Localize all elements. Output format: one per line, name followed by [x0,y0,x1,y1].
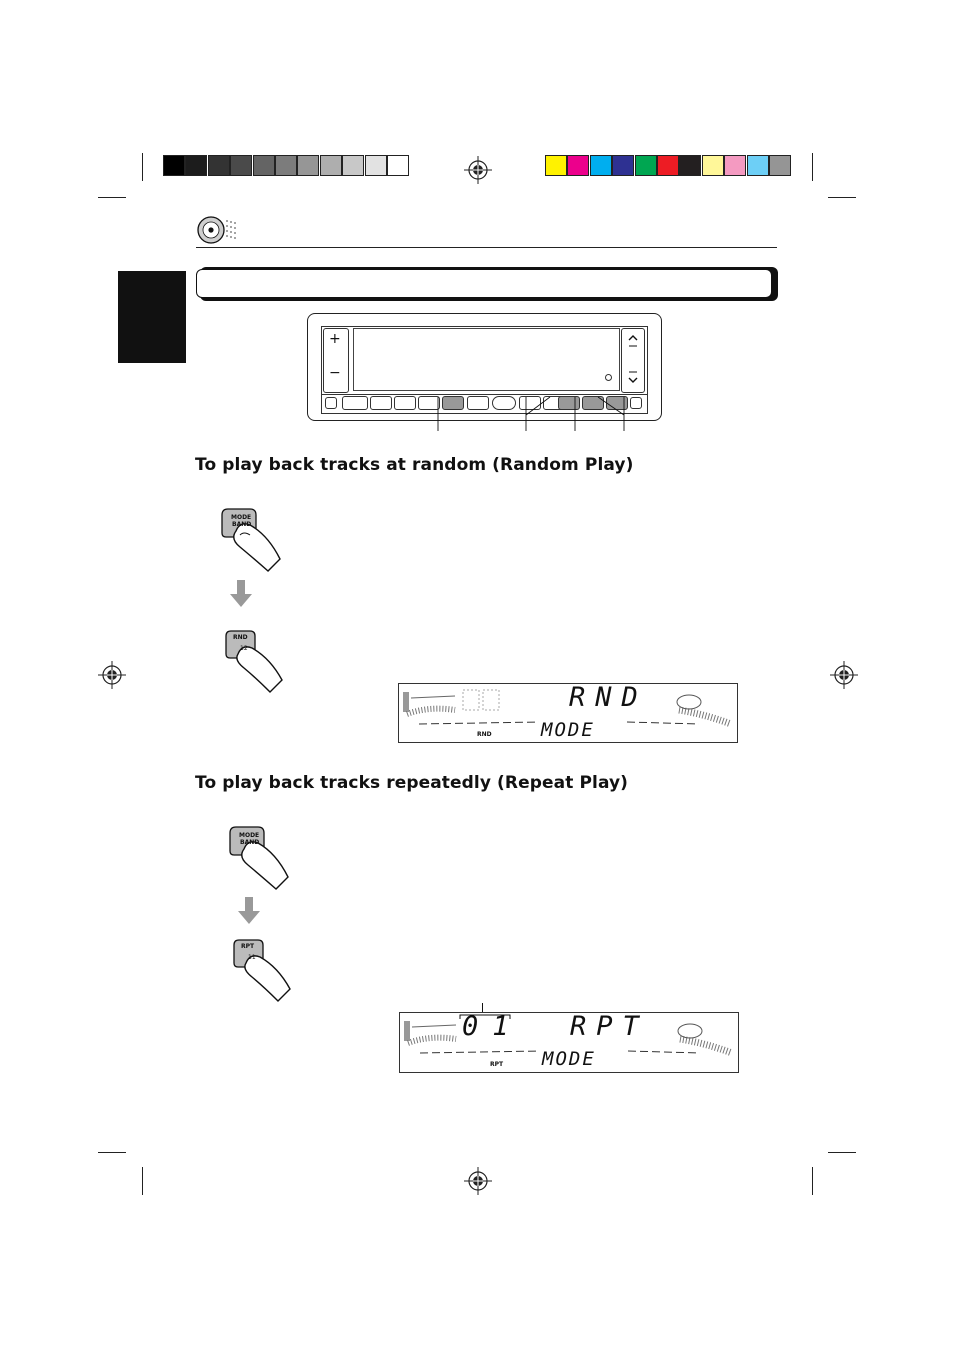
color-swatch [275,155,297,176]
registration-mark-bottom [464,1167,492,1195]
color-swatch [634,155,657,176]
preset-button-row [321,393,648,414]
rpt-press: RPT 11 [228,937,298,1007]
down-chevron-icon [628,371,638,383]
color-swatch [701,155,724,176]
mode-label: MODE [231,514,252,521]
volume-buttons: + − [323,328,349,393]
registration-mark-left [98,661,126,689]
color-swatch [567,155,590,176]
color-swatch [724,155,747,176]
lcd-decoration [403,689,733,728]
color-swatch [612,155,635,176]
color-swatch [657,155,679,176]
finger-icon [229,826,289,890]
repeat-play-heading: To play back tracks repeatedly (Repeat P… [195,773,629,793]
control-panel-diagram: + − [307,313,662,421]
band-label: BAND [240,839,260,846]
mode-band-press-a: MODE BAND [210,505,290,577]
lcd-indicator: RPT [490,1061,504,1068]
color-swatch [364,155,387,176]
random-play-heading: To play back tracks at random (Random Pl… [195,455,634,475]
lcd-decoration [404,1014,734,1057]
finger-icon [221,508,281,572]
finger-icon [225,630,283,693]
rpt-label: RPT [241,943,255,950]
color-swatch [746,155,769,176]
color-swatch [769,155,791,176]
color-swatch [163,155,185,176]
lcd-track-number: 01 [462,1011,523,1042]
down-arrow-icon [238,897,260,924]
mode-band-press-b: MODE BAND [218,823,298,895]
rnd-number: 12 [240,645,248,652]
color-swatch [230,155,253,176]
cd-icon [197,216,236,244]
color-swatch [589,155,612,176]
color-swatch [545,155,567,176]
rnd-press: RND 12 [220,628,290,698]
registration-mark-top [464,156,492,184]
lcd-mode-text: MODE [542,1048,596,1070]
skip-buttons [621,328,645,393]
lcd-indicator: RND [477,731,492,738]
minus-symbol: − [329,365,341,381]
header-rule [196,247,777,248]
plus-symbol: + [329,331,341,347]
language-tab [118,271,186,363]
lcd-display-repeat: 01 RPT MODE RPT [399,1011,739,1073]
lcd-display-random: RND MODE RND [398,682,738,743]
color-swatch [207,155,230,176]
display-window [353,328,620,391]
rnd-label: RND [233,634,248,641]
down-arrow-icon [230,580,252,607]
color-swatch [185,155,208,176]
section-title-bar [196,265,778,301]
mode-label: MODE [239,832,260,839]
color-swatch [387,155,409,176]
up-chevron-icon [628,335,638,347]
lcd-main-text: RPT [570,1011,649,1042]
color-swatch [319,155,342,176]
band-label: BAND [232,521,252,528]
finger-icon [233,939,291,1002]
color-swatch [679,155,702,176]
track-callout-line [482,1003,483,1016]
registration-mark-right [830,661,858,689]
lcd-main-text: RND [569,682,648,713]
color-swatch [342,155,365,176]
callout-lines [437,396,625,431]
rpt-number: 11 [248,954,256,961]
color-swatch [297,155,320,176]
color-swatch [252,155,275,176]
lcd-mode-text: MODE [541,719,595,741]
